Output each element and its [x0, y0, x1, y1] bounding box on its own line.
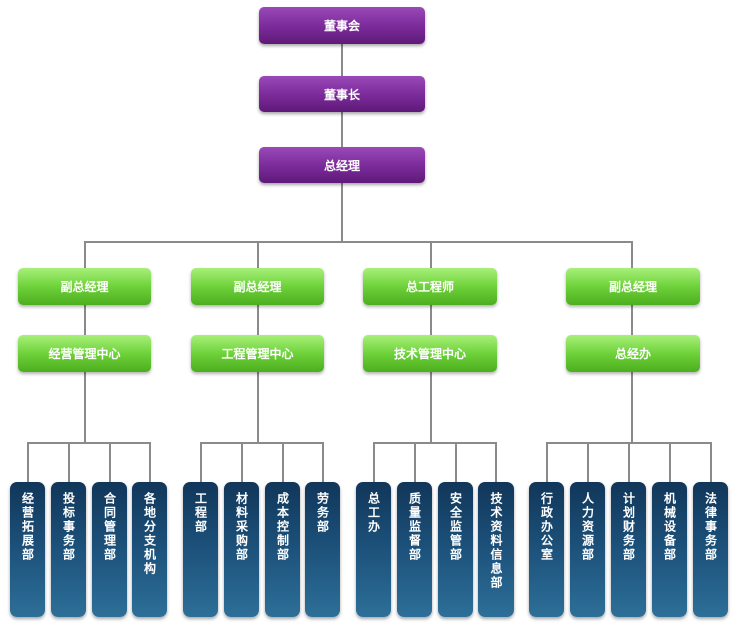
node-manager-4: 副总经理	[566, 268, 700, 305]
node-dept: 工程部	[183, 482, 218, 617]
connector-line	[341, 112, 343, 147]
connector-line	[669, 442, 671, 482]
dept-label: 机械设备部	[662, 492, 677, 562]
node-dept: 合同管理部	[92, 482, 127, 617]
dept-label: 人力资源部	[580, 492, 595, 562]
dept-label: 行政办公室	[539, 492, 554, 562]
dept-label: 合同管理部	[102, 492, 117, 562]
node-chairman: 董事长	[259, 76, 425, 112]
connector-line	[414, 442, 416, 482]
connector-line	[546, 442, 548, 482]
connector-line	[200, 442, 202, 482]
connector-line	[84, 372, 86, 443]
connector-line	[84, 241, 633, 243]
dept-label: 安全监管部	[448, 492, 463, 562]
connector-line	[631, 305, 633, 335]
dept-label: 计划财务部	[621, 492, 636, 562]
node-dept: 成本控制部	[265, 482, 300, 617]
connector-line	[68, 442, 70, 482]
node-center-3: 技术管理中心	[363, 335, 497, 372]
node-dept: 行政办公室	[529, 482, 564, 617]
node-dept: 计划财务部	[611, 482, 646, 617]
connector-line	[257, 372, 259, 443]
node-center-1: 经营管理中心	[18, 335, 151, 372]
node-dept: 法律事务部	[693, 482, 728, 617]
connector-line	[631, 372, 633, 443]
node-dept: 投标事务部	[51, 482, 86, 617]
dept-label: 技术资料信息部	[489, 492, 503, 590]
dept-label: 劳务部	[315, 492, 330, 534]
node-center-4: 总经办	[566, 335, 700, 372]
node-general-manager: 总经理	[259, 147, 425, 183]
connector-line	[631, 241, 633, 268]
connector-line	[628, 442, 630, 482]
dept-label: 各地分支机构	[142, 492, 157, 576]
node-dept: 质量监督部	[397, 482, 432, 617]
dept-label: 法律事务部	[703, 492, 718, 562]
node-dept: 技术资料信息部	[478, 482, 514, 617]
node-dept: 各地分支机构	[132, 482, 167, 617]
connector-line	[84, 305, 86, 335]
dept-label: 投标事务部	[61, 492, 76, 562]
connector-line	[149, 442, 151, 482]
connector-line	[27, 442, 29, 482]
connector-line	[495, 442, 497, 482]
node-dept: 总工办	[356, 482, 391, 617]
node-dept: 机械设备部	[652, 482, 687, 617]
connector-line	[241, 442, 243, 482]
dept-label: 成本控制部	[275, 492, 290, 562]
dept-label: 质量监督部	[407, 492, 422, 562]
node-dept: 材料采购部	[224, 482, 259, 617]
node-dept: 经营拓展部	[10, 482, 45, 617]
connector-line	[84, 241, 86, 268]
connector-line	[710, 442, 712, 482]
dept-label: 材料采购部	[234, 492, 249, 562]
node-dept: 劳务部	[305, 482, 340, 617]
connector-line	[257, 305, 259, 335]
node-dept: 人力资源部	[570, 482, 605, 617]
connector-line	[587, 442, 589, 482]
dept-label: 总工办	[366, 492, 381, 534]
connector-line	[341, 183, 343, 242]
node-dept: 安全监管部	[438, 482, 473, 617]
node-board: 董事会	[259, 7, 425, 44]
connector-line	[27, 442, 151, 444]
dept-label: 工程部	[193, 492, 208, 534]
connector-line	[282, 442, 284, 482]
dept-label: 经营拓展部	[20, 492, 35, 562]
connector-line	[109, 442, 111, 482]
connector-line	[341, 44, 343, 76]
connector-line	[373, 442, 375, 482]
connector-line	[430, 372, 432, 443]
node-manager-2: 副总经理	[191, 268, 324, 305]
connector-line	[257, 241, 259, 268]
connector-line	[430, 305, 432, 335]
connector-line	[200, 442, 324, 444]
connector-line	[430, 241, 432, 268]
connector-line	[373, 442, 497, 444]
node-manager-1: 副总经理	[18, 268, 151, 305]
node-chief-engineer: 总工程师	[363, 268, 497, 305]
connector-line	[322, 442, 324, 482]
node-center-2: 工程管理中心	[191, 335, 324, 372]
connector-line	[455, 442, 457, 482]
